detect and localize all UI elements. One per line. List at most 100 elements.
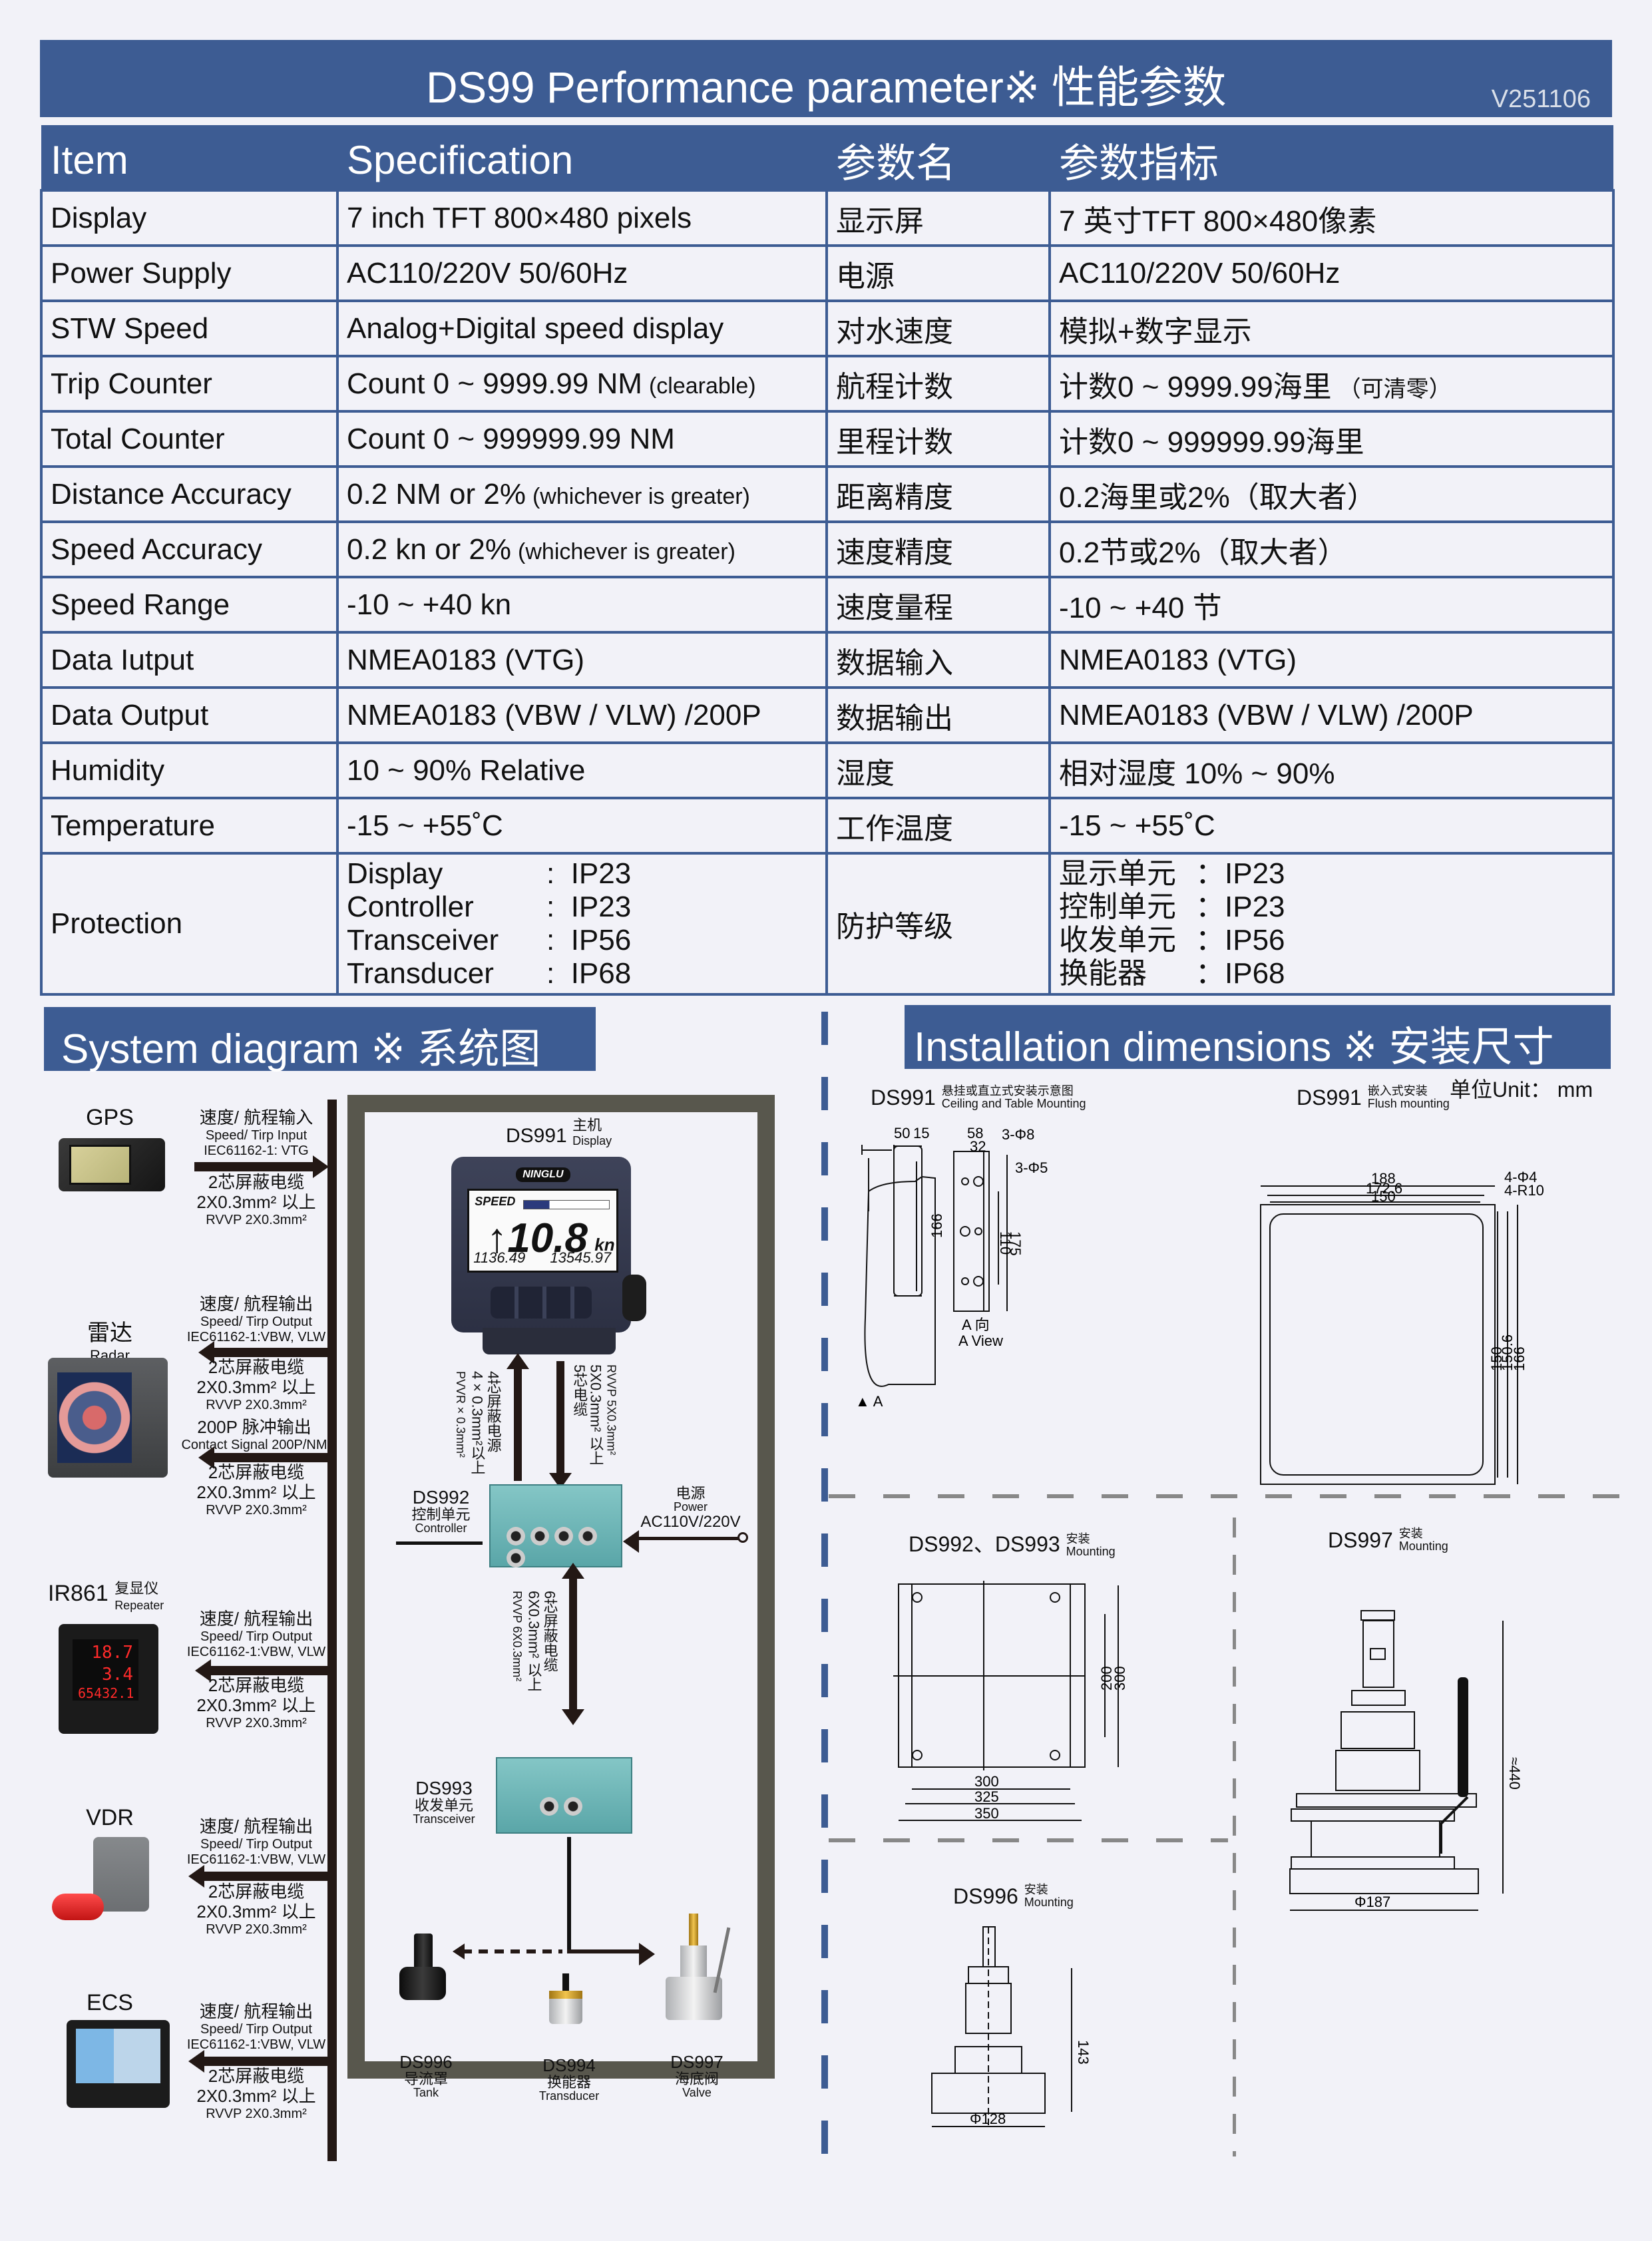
link-std: IEC61162-1:VBW, VLW xyxy=(186,1329,326,1344)
cable-type: RVVP 2X0.3mm² xyxy=(206,1715,307,1731)
protection-list: Display: IP23 Controller: IP23 Transceiv… xyxy=(336,852,828,996)
item-cell-text: Distance Accuracy xyxy=(51,477,292,510)
radar-label: 雷达 Radar xyxy=(67,1315,153,1364)
radar-pulse-cable-label: 2芯屏蔽电缆 2X0.3mm² 以上 RVVP 2X0.3mm² xyxy=(180,1462,333,1518)
cn-name-cell: 距离精度 xyxy=(825,465,1051,523)
spec-cell-text: AC110/220V 50/60Hz xyxy=(347,256,628,290)
cn-value-cell-text: 0.2海里或2%（取大者） xyxy=(1059,481,1376,514)
radar-screen xyxy=(57,1372,132,1464)
power-label: 电源 Power AC110V/220V xyxy=(632,1486,749,1530)
link-991-992-right-label: RVVP 5X0.3mm² 5X0.3mm² 以上 5芯电缆 xyxy=(571,1364,620,1484)
cable-type: RVVP 2X0.3mm² xyxy=(206,1502,307,1518)
radar-label-cn: 雷达 xyxy=(87,1321,132,1346)
repeater-model: IR861 xyxy=(48,1581,108,1606)
cable-cn: 2芯屏蔽电缆 xyxy=(208,1882,305,1902)
dim-350: 350 xyxy=(974,1805,999,1822)
ds991-model: DS991 xyxy=(506,1125,567,1147)
cable-spec: 2X0.3mm² 以上 xyxy=(196,1191,316,1212)
ds993-label: DS993 收发单元 Transceiver xyxy=(407,1778,481,1826)
power-cn: 电源 xyxy=(676,1485,706,1502)
ds991-en: Display xyxy=(572,1134,612,1147)
spec-cell-text: Analog+Digital speed display xyxy=(347,311,724,345)
drawing-cn: 安装 xyxy=(1398,1527,1423,1540)
cn-value-cell-text: NMEA0183 (VBW / VLW) /200P xyxy=(1059,698,1474,731)
item-cell: Trip Counter xyxy=(40,355,339,413)
cn-value-cell: 0.2海里或2%（取大者） xyxy=(1048,465,1615,523)
link-std: IEC61162-1: VTG xyxy=(204,1143,309,1158)
prot-value: IP68 xyxy=(570,957,632,990)
spec-cell-note: (whichever is greater) xyxy=(532,483,750,509)
link-cn: 5芯电缆 xyxy=(571,1364,588,1417)
spec-cell-note: (whichever is greater) xyxy=(518,538,735,564)
drawing-cn: 悬挂或直立式安装示意图 xyxy=(941,1084,1074,1098)
cn-value-cell: 相对湿度 10% ~ 90% xyxy=(1048,741,1615,799)
cn-name-cell: 航程计数 xyxy=(825,355,1051,413)
dim-58: 58 xyxy=(967,1125,983,1141)
spec-cell-text: 7 inch TFT 800×480 pixels xyxy=(347,201,692,234)
ds993-transceiver-image xyxy=(496,1757,632,1834)
dim-3-phi8: 3-Φ8 xyxy=(1002,1126,1034,1143)
prot-value: IP56 xyxy=(570,924,632,956)
prot-label-cn: 收发单元 xyxy=(1059,924,1176,956)
prot-value-cn: IP68 xyxy=(1225,957,1285,990)
gps-input-arrow-icon xyxy=(194,1155,329,1178)
ds991-ceiling-drawing: 50 15 166 58 32 3-Φ8 3-Φ5 110 175 ▲ A A … xyxy=(855,1125,1048,1410)
cn-value-cell-text: AC110/220V 50/60Hz xyxy=(1059,256,1341,290)
link-cn: 速度/ 航程输出 xyxy=(199,1294,313,1314)
table-header-row: Item Specification 参数名 参数指标 xyxy=(41,125,1613,190)
dim-188: 188 xyxy=(1371,1170,1396,1187)
cn-name-cell: 工作温度 xyxy=(825,797,1051,855)
drawing-en: Mounting xyxy=(1398,1539,1448,1553)
cn-value-cell: AC110/220V 50/60Hz xyxy=(1048,244,1615,302)
bidirectional-arrow-icon xyxy=(562,1563,584,1725)
cn-value-cell-text: 相对湿度 10% ~ 90% xyxy=(1059,757,1335,790)
dim-32: 32 xyxy=(970,1138,986,1155)
dim-200: 200 xyxy=(1098,1666,1115,1691)
cn-value-cell: 模拟+数字显示 xyxy=(1048,300,1615,357)
ecs-cable-label: 2芯屏蔽电缆 2X0.3mm² 以上 RVVP 2X0.3mm² xyxy=(180,2066,333,2122)
dim-150-6: 150.6 xyxy=(1499,1334,1516,1371)
cn-name-cell-text: 对水速度 xyxy=(836,315,953,348)
repeater-output-arrow-icon xyxy=(195,1659,327,1682)
drawing-cn: 嵌入式安装 xyxy=(1367,1084,1428,1098)
link-en: Speed/ Tirp Output xyxy=(200,1629,312,1644)
cn-name-cell-text: 湿度 xyxy=(836,757,895,790)
screen-speed-unit: kn xyxy=(594,1234,615,1255)
cable-spec: 2X0.3mm² 以上 xyxy=(196,2085,316,2106)
cn-name-cell-text: 速度量程 xyxy=(836,591,953,624)
cable-type: RVVP 2X0.3mm² xyxy=(206,2106,307,2121)
system-diagram-header: System diagram ※ 系统图 xyxy=(44,1007,596,1072)
ds993-cn: 收发单元 xyxy=(414,1797,473,1814)
drawing-model: DS992、DS993 xyxy=(909,1532,1060,1556)
cable-type: RVVP 2X0.3mm² xyxy=(206,1922,307,1937)
ds994-transducer-image xyxy=(549,1973,582,2024)
cn-value-cell-text: NMEA0183 (VTG) xyxy=(1059,643,1297,676)
drawing-model: DS991 xyxy=(871,1085,936,1110)
cn-value-cell-text: 模拟+数字显示 xyxy=(1059,315,1252,348)
installation-title: Installation dimensions ※ 安装尺寸 xyxy=(914,1024,1554,1070)
cable-cn: 2芯屏蔽电缆 xyxy=(208,1675,305,1695)
cn-name-cell: 速度量程 xyxy=(825,576,1051,634)
ds991-bracket xyxy=(483,1328,616,1354)
link-type: RVVP 5X0.3mm² xyxy=(604,1364,618,1456)
vdr-capsule-image xyxy=(52,1894,104,1920)
ds992-993-drawing: 300 325 350 200 300 xyxy=(893,1581,1128,1822)
prot-label-cn: 换能器 xyxy=(1059,957,1147,990)
vdr-label: VDR xyxy=(86,1805,134,1830)
tank-arrow-head-icon xyxy=(453,1943,465,1959)
item-cell-text: Speed Accuracy xyxy=(51,532,262,566)
cn-name-cell: 速度精度 xyxy=(825,520,1051,578)
system-diagram-title: System diagram ※ 系统图 xyxy=(61,1026,541,1072)
vdr-device-image xyxy=(93,1837,149,1912)
spec-cell: AC110/220V 50/60Hz xyxy=(336,244,828,302)
radar-link-label: 速度/ 航程输出 Speed/ Tirp Output IEC61162-1:V… xyxy=(180,1294,333,1345)
repeater-cable-label: 2芯屏蔽电缆 2X0.3mm² 以上 RVVP 2X0.3mm² xyxy=(180,1675,333,1731)
